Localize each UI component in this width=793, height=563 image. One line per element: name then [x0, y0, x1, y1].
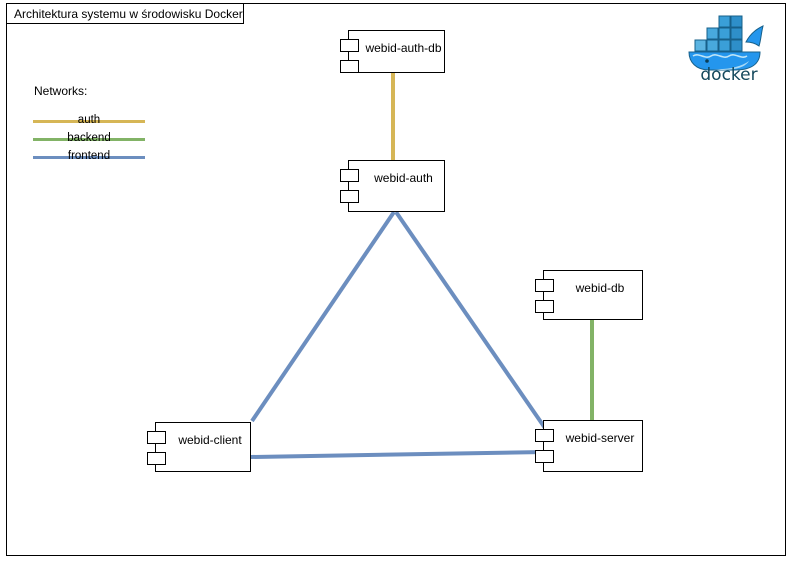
component-webid-client[interactable]: webid-client: [147, 422, 251, 472]
docker-whale-belly-icon: [713, 61, 749, 70]
legend-item-backend: backend: [33, 130, 145, 148]
diagram-frame: [6, 3, 786, 556]
component-port-bottom: [340, 190, 359, 203]
docker-wordmark: docker: [700, 65, 757, 82]
docker-containers-icon: [694, 15, 743, 52]
docker-logo-svg: docker: [688, 15, 764, 85]
connection-client-to-server: [250, 450, 546, 459]
component-port-top: [340, 169, 359, 182]
component-port-top: [535, 279, 554, 292]
component-webid-auth[interactable]: webid-auth: [340, 160, 445, 212]
docker-logo: docker: [683, 12, 775, 85]
docker-waterline-icon: [692, 54, 748, 58]
component-port-bottom: [340, 60, 359, 73]
page-title: Architektura systemu w środowisku Docker: [14, 6, 243, 21]
legend-label-auth: auth: [77, 114, 101, 127]
component-webid-db[interactable]: webid-db: [535, 270, 643, 320]
legend-label-backend: backend: [67, 132, 111, 145]
component-port-top: [535, 429, 554, 442]
component-port-bottom: [535, 450, 554, 463]
component-label: webid-client: [178, 433, 242, 447]
legend-item-auth: auth: [33, 112, 145, 130]
legend-heading: Networks:: [34, 84, 88, 98]
component-port-bottom: [535, 300, 554, 313]
connection-auth-to-client: [250, 210, 396, 423]
docker-whale-tail-icon: [745, 25, 764, 47]
component-port-bottom: [147, 452, 166, 465]
legend-item-frontend: frontend: [33, 148, 145, 166]
component-label: webid-auth-db: [365, 41, 442, 55]
component-label: webid-auth: [374, 171, 433, 185]
component-port-top: [340, 39, 359, 52]
component-label: webid-db: [575, 281, 625, 295]
component-webid-server[interactable]: webid-server: [535, 420, 643, 472]
diagram-title-tab: Architektura systemu w środowisku Docker: [6, 3, 244, 24]
connection-auth-to-server: [394, 210, 547, 430]
component-webid-auth-db[interactable]: webid-auth-db: [340, 30, 445, 73]
legend-label-frontend: frontend: [67, 150, 111, 163]
legend-swatch-backend: [33, 137, 145, 141]
legend-swatch-frontend: [33, 155, 145, 159]
component-port-top: [147, 431, 166, 444]
legend: Networks: auth backend frontend: [33, 84, 145, 166]
component-label: webid-server: [565, 431, 635, 445]
legend-swatch-auth: [33, 119, 145, 123]
docker-whale-eye-icon: [705, 59, 709, 63]
